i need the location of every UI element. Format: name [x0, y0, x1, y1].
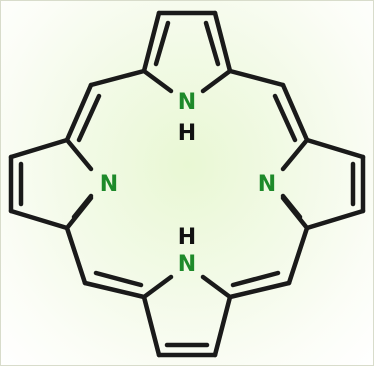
- bond: [64, 137, 94, 172]
- double-bond-inner: [93, 270, 144, 288]
- bond: [141, 10, 162, 74]
- bond: [280, 137, 310, 172]
- nitrogen-left-label: N: [100, 172, 118, 197]
- bond: [304, 137, 366, 160]
- bond: [82, 280, 147, 300]
- bond: [286, 225, 310, 286]
- bond: [304, 208, 366, 231]
- bond: [227, 280, 292, 300]
- double-bond-inner: [280, 193, 303, 220]
- bond: [141, 68, 174, 94]
- bond: [64, 225, 88, 286]
- bond: [141, 274, 174, 300]
- bond: [141, 294, 162, 358]
- bond: [280, 82, 310, 143]
- bond: [227, 68, 286, 88]
- hydrogen-top-label: H: [178, 121, 196, 146]
- bond: [200, 274, 233, 300]
- bond-lines: [8, 10, 366, 358]
- bond: [212, 294, 233, 358]
- bond: [8, 137, 70, 160]
- bond: [88, 68, 147, 88]
- nitrogen-bottom-label: N: [178, 252, 196, 277]
- nitrogen-right-label: N: [258, 172, 276, 197]
- hydrogen-bottom-label: H: [178, 225, 196, 250]
- double-bond-inner: [71, 193, 94, 220]
- bond: [200, 68, 233, 94]
- bond: [212, 10, 233, 74]
- double-bond-inner: [272, 93, 298, 143]
- double-bond-inner: [153, 20, 171, 67]
- double-bond-inner: [76, 93, 102, 143]
- bond: [8, 208, 70, 231]
- bond: [64, 82, 94, 143]
- nitrogen-top-label: N: [178, 90, 196, 115]
- atom-labels: N H N N H N: [100, 90, 276, 277]
- double-bond-inner: [203, 20, 221, 67]
- double-bond-inner: [230, 270, 281, 288]
